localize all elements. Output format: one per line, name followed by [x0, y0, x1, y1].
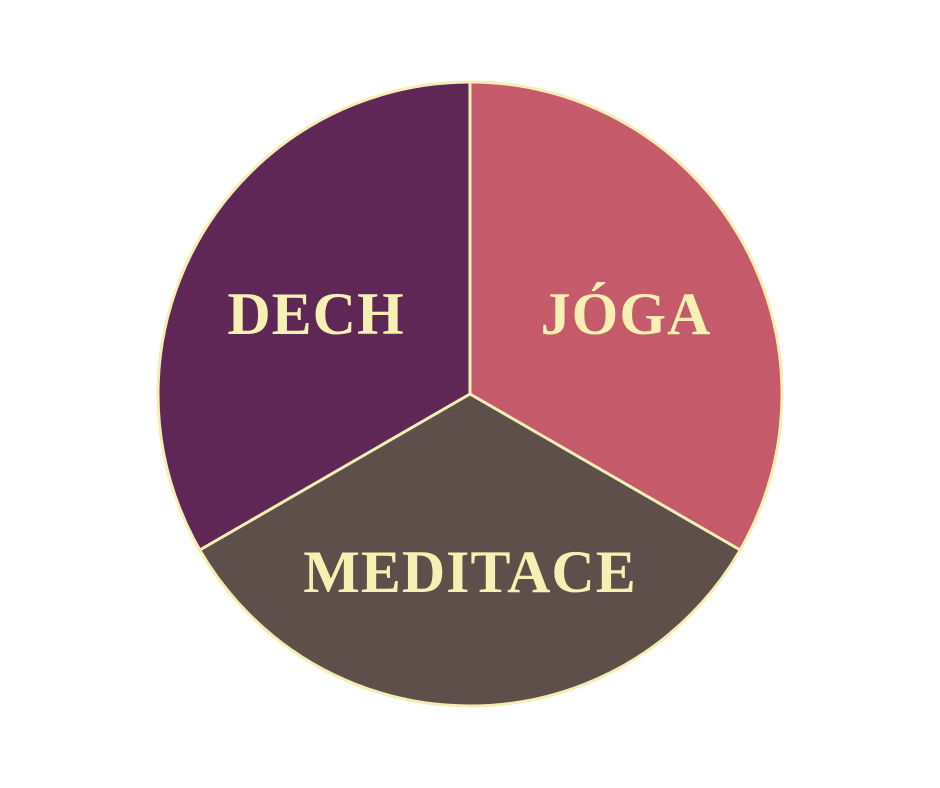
divider-left [199, 392, 471, 552]
label-dech: DECH [227, 281, 404, 347]
segment-joga [470, 82, 783, 550]
segment-dech [157, 82, 470, 550]
label-joga: JÓGA [541, 281, 712, 347]
divider-right [469, 392, 741, 552]
label-meditace: MEDITACE [303, 539, 637, 605]
